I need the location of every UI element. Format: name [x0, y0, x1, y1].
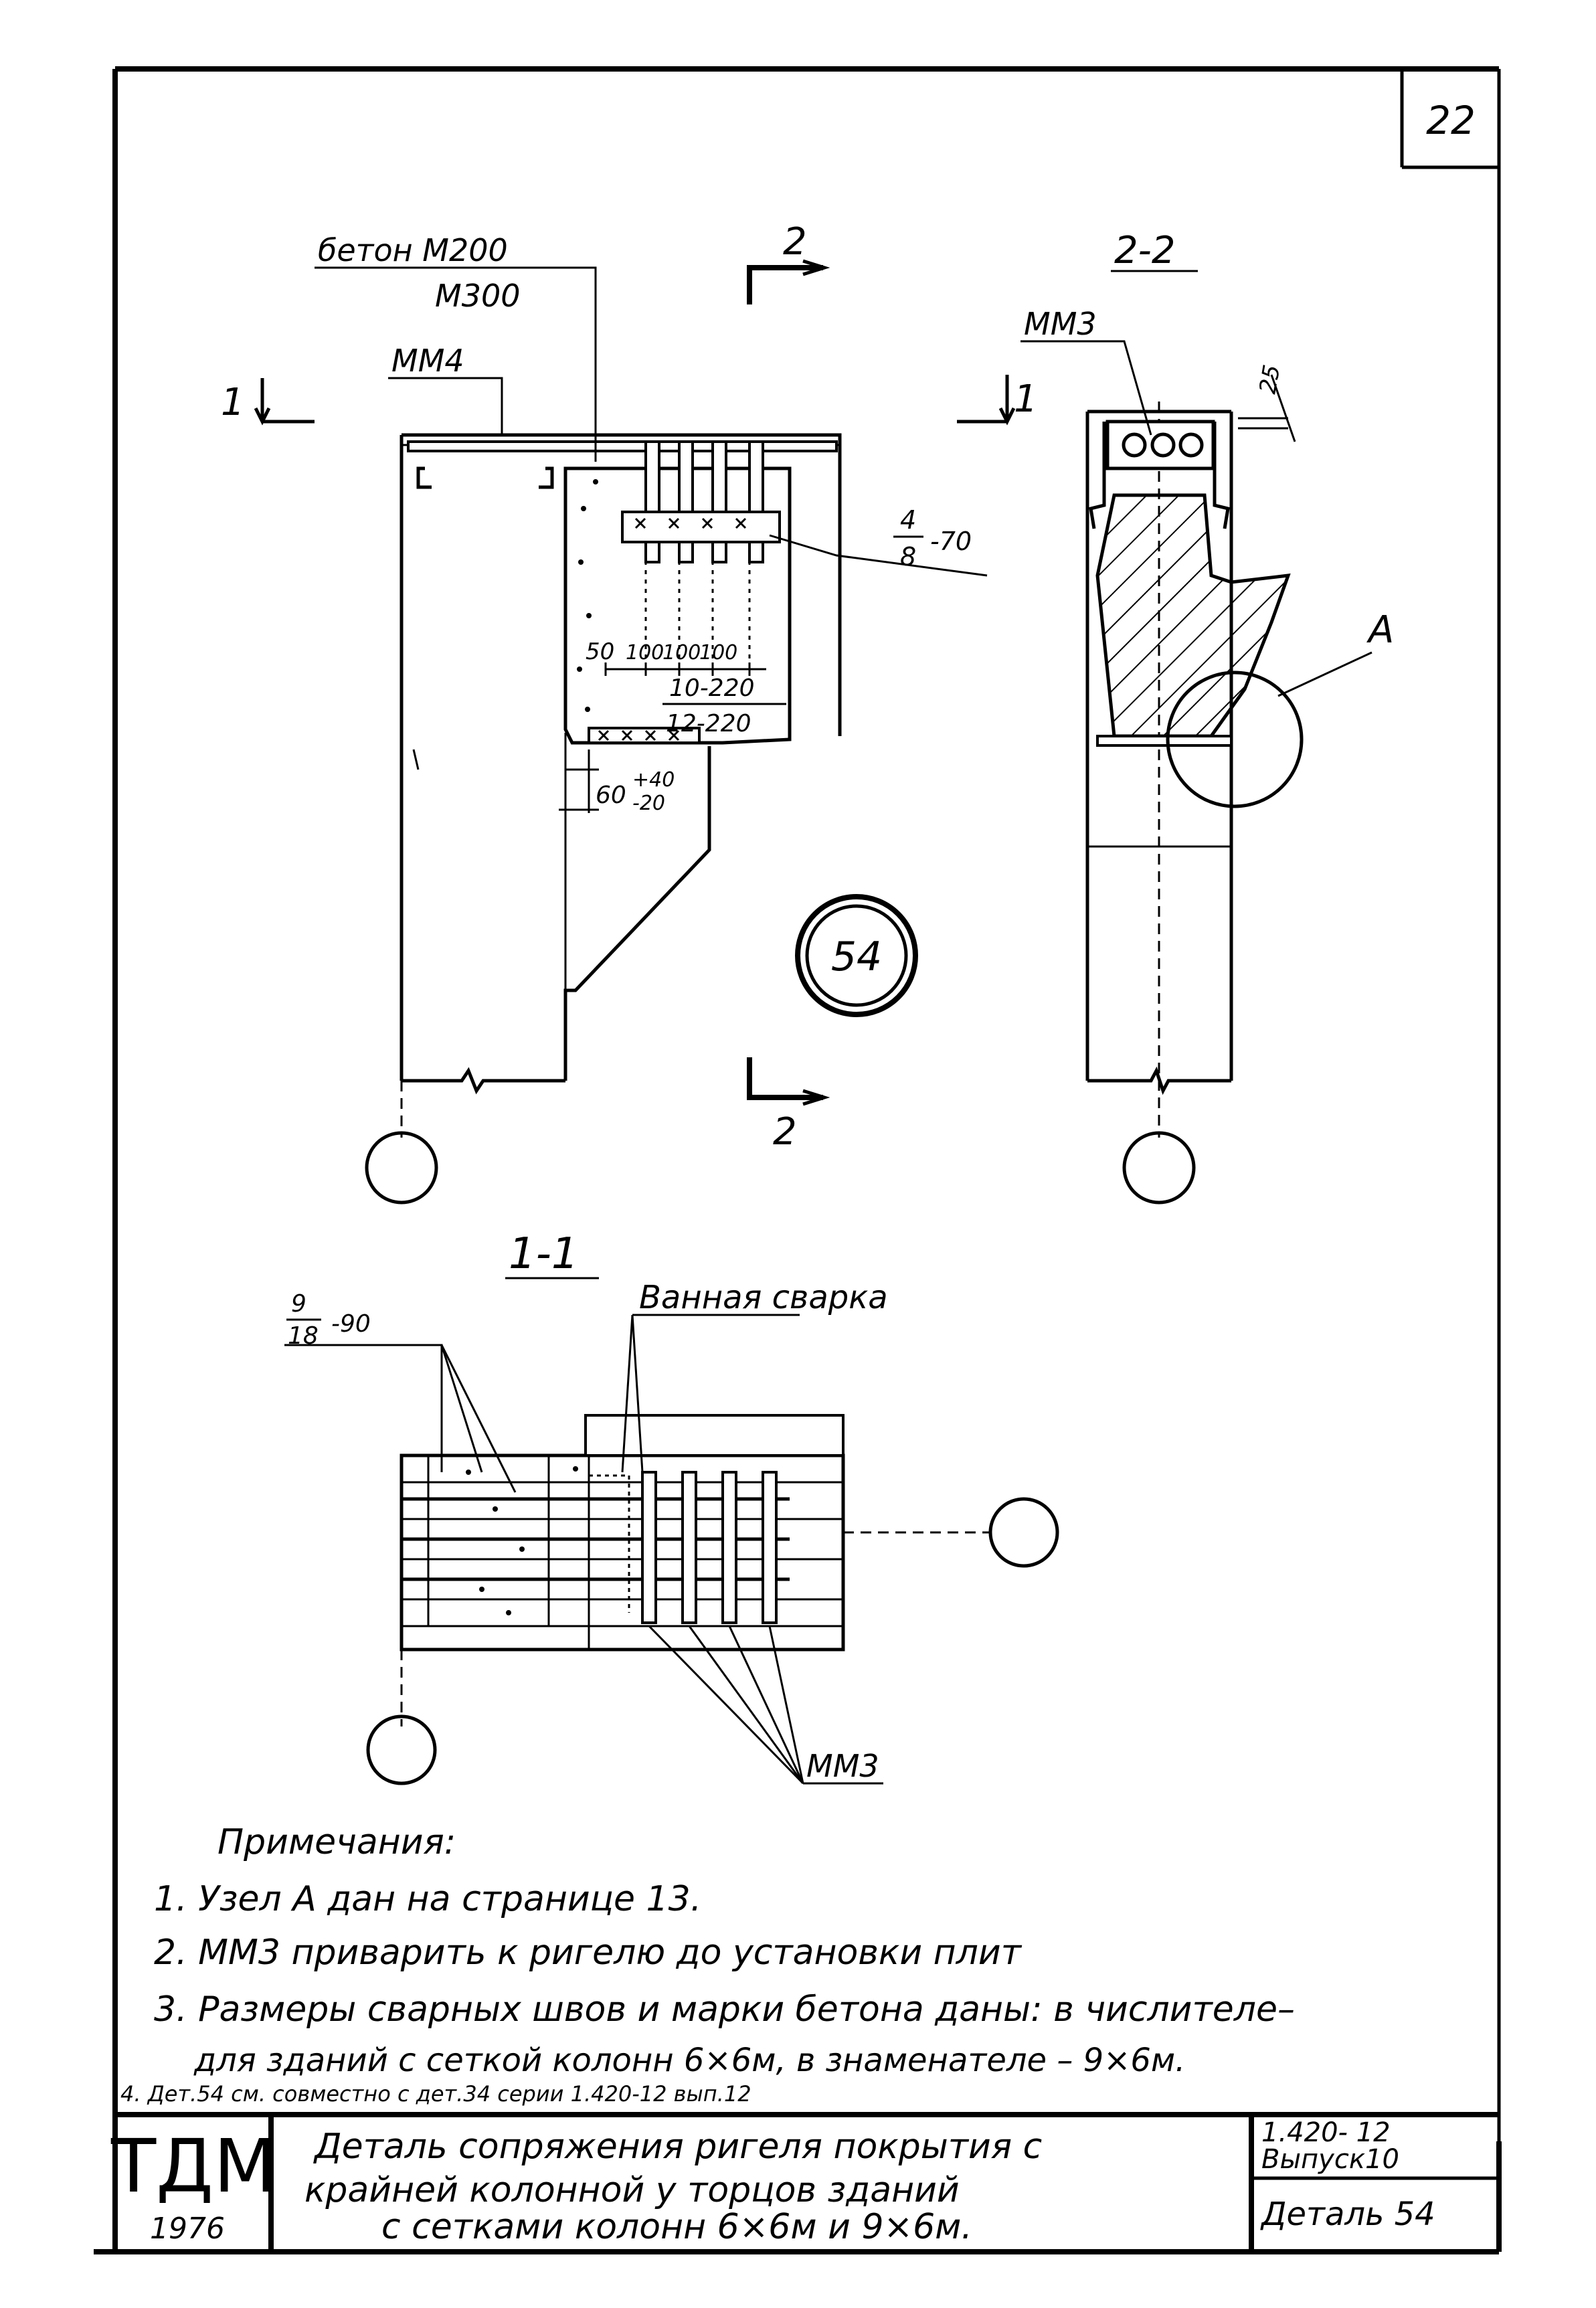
- svg-text:10-220: 10-220: [669, 675, 755, 702]
- org-mark: ТДМ: [110, 2123, 277, 2209]
- svg-text:100: 100: [699, 641, 737, 664]
- svg-text:Ванная сварка: Ванная сварка: [639, 1279, 888, 1316]
- svg-text:1-1: 1-1: [509, 1229, 579, 1279]
- svg-text:-20: -20: [632, 792, 665, 815]
- svg-text:100: 100: [626, 641, 664, 664]
- svg-text:бетон М200: бетон М200: [318, 232, 508, 268]
- note-3: 3. Размеры сварных швов и марки бетона д…: [154, 1989, 1295, 2030]
- elevation-labels: бетон М200 М300 ММ4 1 2 2 4 8 -70 50 100…: [221, 220, 972, 1154]
- svg-text:-90: -90: [331, 1310, 371, 1338]
- embedded-plate: [621, 511, 781, 543]
- year: 1976: [150, 2212, 225, 2246]
- svg-text:2: 2: [773, 1110, 797, 1154]
- axis-bubble-section-left: [366, 1714, 437, 1785]
- svg-text:А: А: [1366, 608, 1394, 652]
- svg-text:18: 18: [288, 1322, 319, 1350]
- issue: Выпуск10: [1261, 2144, 1399, 2175]
- svg-text:1: 1: [1014, 377, 1038, 421]
- svg-text:100: 100: [662, 641, 701, 664]
- svg-text:М300: М300: [435, 278, 521, 314]
- title-block: ТДМ 1976 Деталь сопряжения ригеля покрыт…: [110, 2112, 1499, 2252]
- riegel-section-hatched: [1095, 493, 1291, 738]
- note-4: 4. Дет.54 см. совместно с дет.34 серии 1…: [120, 2081, 751, 2107]
- bearing-plate: [588, 727, 701, 744]
- svg-text:12-220: 12-220: [666, 710, 751, 737]
- svg-text:ММ3: ММ3: [806, 1748, 879, 1784]
- weld-crosses-top: [634, 517, 747, 529]
- svg-text:+40: +40: [632, 768, 675, 792]
- detail-number: Деталь 54: [1260, 2196, 1435, 2233]
- svg-text:1: 1: [221, 381, 245, 424]
- title-line-3: с сетками колонн 6×6м и 9×6м.: [381, 2207, 972, 2247]
- svg-text:50: 50: [586, 638, 614, 665]
- notes-heading: Примечания:: [217, 1822, 456, 1862]
- svg-text:25: 25: [1254, 363, 1285, 396]
- axis-bubble-section-right: [988, 1497, 1059, 1568]
- section-2-2-view: [957, 270, 1372, 1205]
- axis-bubble-right: [1122, 1131, 1196, 1205]
- beam-concrete-dots: [577, 479, 598, 712]
- axis-bubble-left: [365, 1131, 438, 1205]
- section-1-1-labels: 1-1 9 18 -90 Ванная сварка ММ3: [286, 1229, 888, 1784]
- svg-text:-70: -70: [930, 527, 972, 556]
- svg-text:ММ3: ММ3: [1024, 306, 1097, 342]
- sheet-frame: [94, 66, 1502, 2254]
- note-2: 2. ММ3 приварить к ригелю до установки п…: [154, 1933, 1023, 1973]
- title-line-1: Деталь сопряжения ригеля покрытия с: [313, 2127, 1042, 2167]
- svg-text:2: 2: [783, 220, 807, 264]
- svg-text:9: 9: [291, 1290, 306, 1318]
- section-1-1-view: [284, 1277, 1059, 1785]
- title-line-2: крайней колонной у торцов зданий: [304, 2170, 960, 2210]
- svg-text:2-2: 2-2: [1114, 229, 1175, 272]
- svg-text:60: 60: [596, 782, 626, 809]
- series: 1.420- 12: [1261, 2117, 1391, 2148]
- svg-text:4: 4: [900, 505, 916, 535]
- node-a-circle: [1166, 671, 1304, 808]
- detail-mark: 54: [831, 934, 882, 980]
- plate-mm4: [407, 440, 838, 452]
- svg-text:ММ4: ММ4: [391, 343, 464, 379]
- elevation-view: [254, 259, 988, 1205]
- page-number: 22: [1426, 98, 1476, 143]
- svg-text:8: 8: [900, 542, 916, 571]
- notes-block: Примечания: 1. Узел А дан на странице 13…: [120, 1822, 1295, 2107]
- section-2-2-labels: 2-2 ММ3 25 А 1: [1014, 229, 1394, 652]
- note-1: 1. Узел А дан на странице 13.: [154, 1879, 701, 1919]
- detail-mark-circle: [795, 894, 918, 1017]
- note-3-cont: для зданий с сеткой колонн 6×6м, в знаме…: [193, 2042, 1185, 2079]
